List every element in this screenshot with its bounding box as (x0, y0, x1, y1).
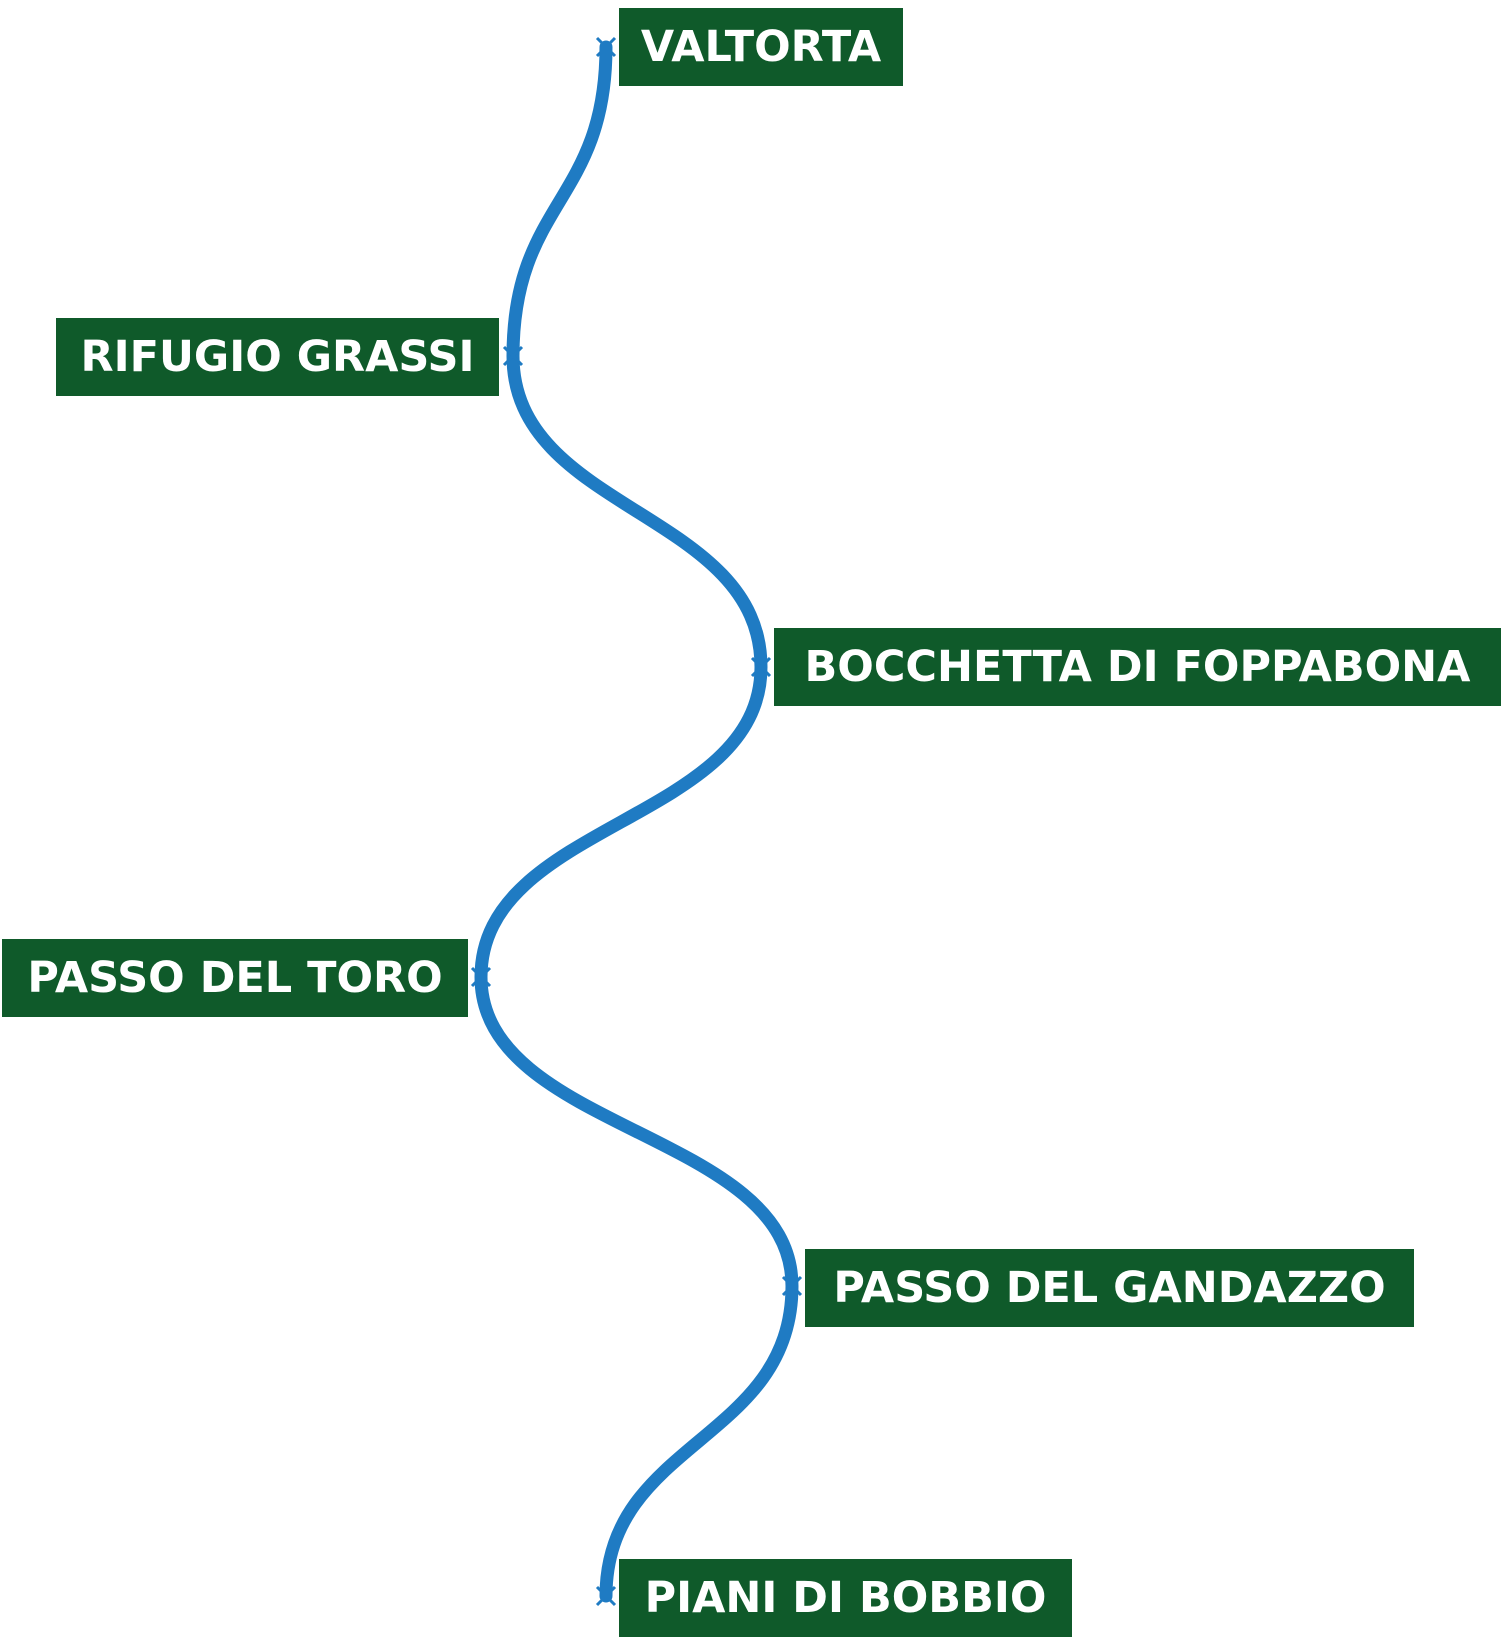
stop-marker-icon (470, 966, 492, 988)
stop-label-rifugio-grassi: RIFUGIO GRASSI (56, 318, 499, 396)
stop-label-valtorta: VALTORTA (619, 8, 903, 86)
stop-marker-icon (595, 1585, 617, 1607)
stop-marker-icon (781, 1275, 803, 1297)
route-line (474, 40, 799, 1603)
stop-label-bocchetta-di-foppabona: BOCCHETTA DI FOPPABONA (774, 628, 1501, 706)
stop-marker-icon (750, 656, 772, 678)
stop-label-passo-del-toro: PASSO DEL TORO (2, 939, 468, 1017)
stop-marker-icon (595, 36, 617, 58)
stop-label-passo-del-gandazzo: PASSO DEL GANDAZZO (805, 1249, 1414, 1327)
stop-label-piani-di-bobbio: PIANI DI BOBBIO (619, 1559, 1072, 1637)
stop-marker-icon (502, 345, 524, 367)
